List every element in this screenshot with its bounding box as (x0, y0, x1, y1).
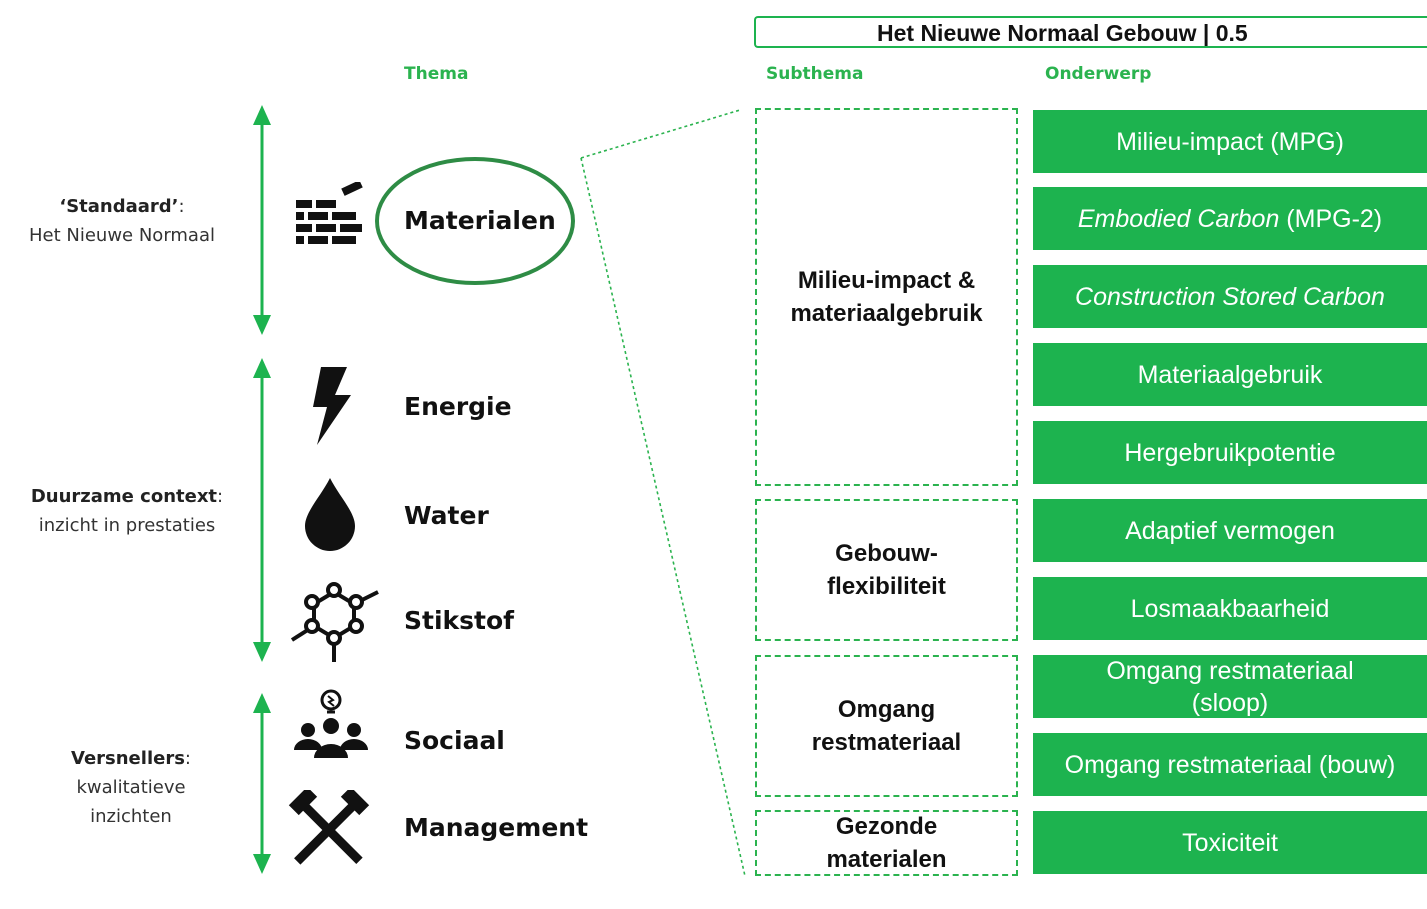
theme-label-sociaal: Sociaal (404, 726, 505, 755)
group-label-standaard: ‘Standaard’: Het Nieuwe Normaal (28, 196, 215, 246)
water-drop-icon (305, 478, 355, 551)
group-label-duurzame-context: Duurzame context: inzicht in prestaties (30, 486, 224, 536)
topic-omgang-restmateriaal-sloop: Omgang restmateriaal(sloop) (1033, 655, 1427, 718)
subtheme-box-gebouwflexibiliteit: Gebouw-flexibiliteit (755, 499, 1018, 641)
topic-embodied-carbon: Embodied Carbon (MPG-2) (1033, 187, 1427, 250)
brick-wall-icon (296, 182, 363, 244)
connector-line-bottom (580, 157, 746, 877)
topic-construction-stored-carbon: Construction Stored Carbon (1033, 265, 1427, 328)
group-label-versnellers: Versnellers: kwalitatieve inzichten (71, 748, 191, 827)
diagram-title: Het Nieuwe Normaal Gebouw | 0.5 (754, 16, 1427, 48)
topic-materiaalgebruik: Materiaalgebruik (1033, 343, 1427, 406)
topic-adaptief-vermogen: Adaptief vermogen (1033, 499, 1427, 562)
topic-losmaakbaarheid: Losmaakbaarheid (1033, 577, 1427, 640)
subtheme-box-milieu-impact: Milieu-impact &materiaalgebruik (755, 108, 1018, 486)
column-heading-subthema: Subthema (766, 64, 864, 84)
theme-label-materialen: Materialen (404, 206, 556, 235)
theme-label-energie: Energie (404, 392, 512, 421)
topic-omgang-restmateriaal-bouw: Omgang restmateriaal (bouw) (1033, 733, 1427, 796)
lightning-icon (313, 367, 351, 445)
molecule-icon (290, 582, 379, 662)
theme-label-water: Water (404, 501, 489, 530)
crossed-hammers-icon (288, 790, 370, 865)
column-heading-thema: Thema (404, 64, 469, 84)
topic-toxiciteit: Toxiciteit (1033, 811, 1427, 874)
theme-label-stikstof: Stikstof (404, 606, 515, 635)
column-heading-onderwerp: Onderwerp (1045, 64, 1152, 84)
topic-hergebruikpotentie: Hergebruikpotentie (1033, 421, 1427, 484)
highlight-ellipse (375, 157, 575, 285)
connector-line-top (580, 109, 741, 159)
people-idea-icon (294, 689, 368, 758)
theme-label-management: Management (404, 813, 589, 842)
topic-milieu-impact-mpg: Milieu-impact (MPG) (1033, 110, 1427, 173)
